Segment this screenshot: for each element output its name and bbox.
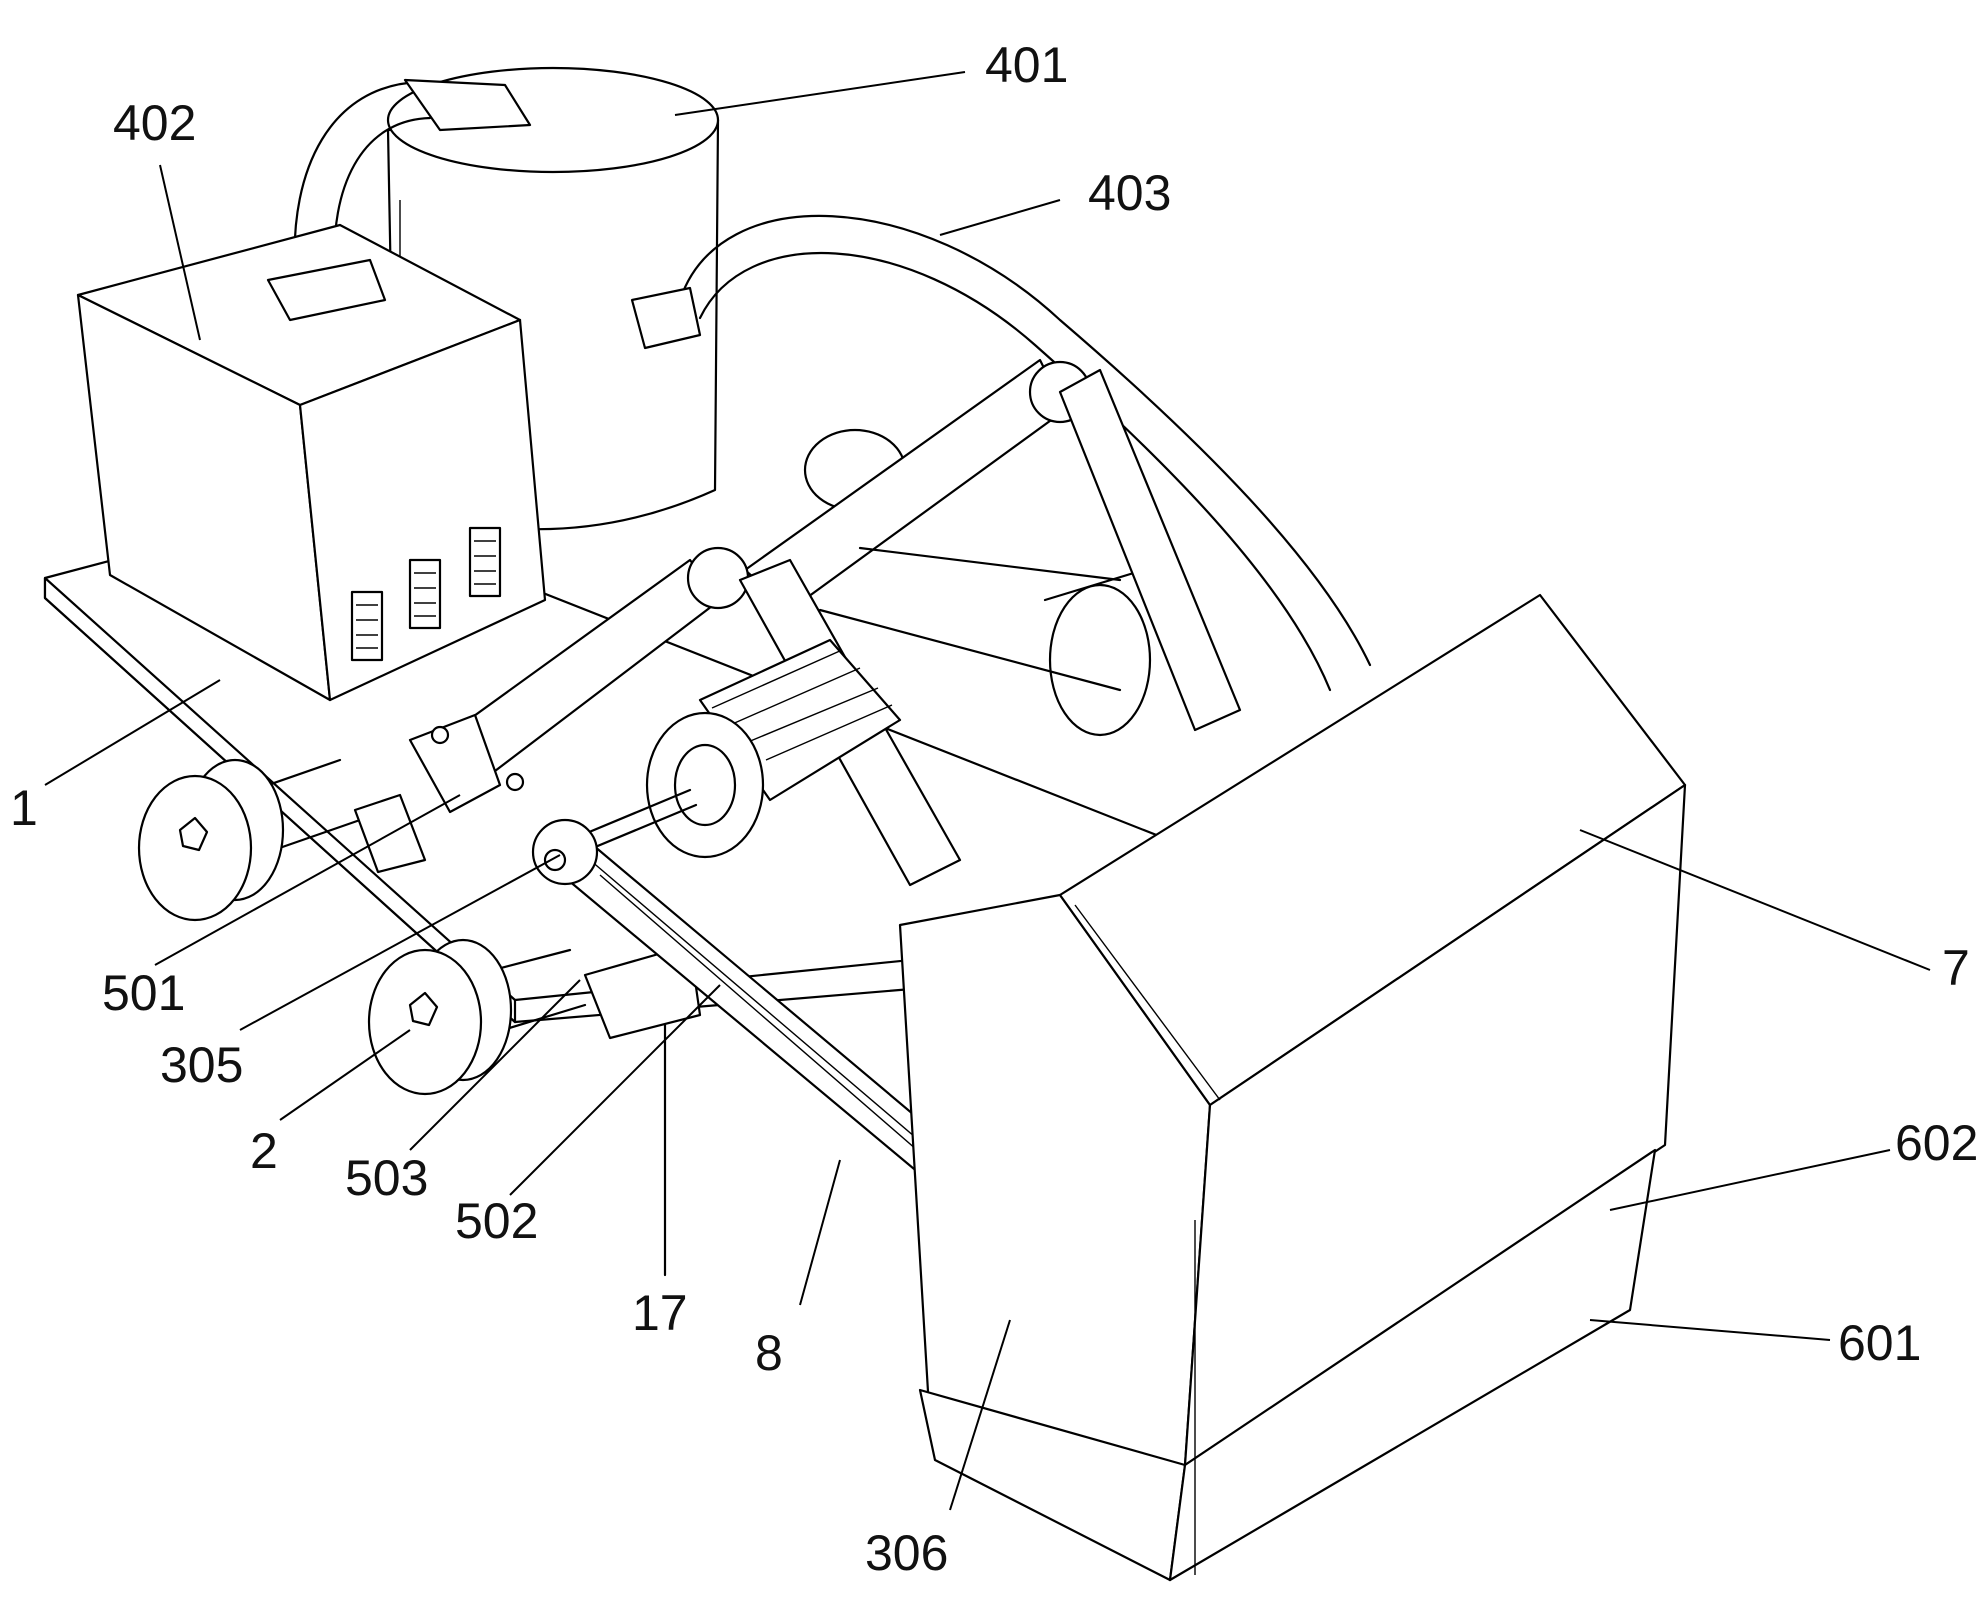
label-503: 503: [345, 1150, 428, 1206]
label-2: 2: [250, 1123, 278, 1179]
label-602: 602: [1895, 1115, 1978, 1171]
label-1: 1: [10, 780, 38, 836]
vent-slots: [350, 526, 502, 662]
label-306: 306: [865, 1525, 948, 1581]
label-401: 401: [985, 37, 1068, 93]
reference-numerals: 401 402 403 1 7 602 601 501 305 2 503 50…: [10, 37, 1978, 1581]
frame-link-left: [408, 558, 722, 814]
label-601: 601: [1838, 1315, 1921, 1371]
hose-top: [293, 78, 532, 272]
label-305: 305: [160, 1037, 243, 1093]
label-8: 8: [755, 1325, 783, 1381]
leader-lines: [44, 71, 1931, 1511]
gear-roller: [645, 638, 902, 859]
control-box: [76, 223, 547, 702]
label-502: 502: [455, 1193, 538, 1249]
wheel-front: [367, 938, 587, 1096]
label-402: 402: [113, 95, 196, 151]
housing: [898, 593, 1687, 1582]
label-17: 17: [632, 1285, 688, 1341]
label-7: 7: [1942, 940, 1970, 996]
label-403: 403: [1088, 165, 1171, 221]
wheel-rear: [137, 758, 362, 922]
arched-hose: [630, 214, 1372, 692]
label-501: 501: [102, 965, 185, 1021]
